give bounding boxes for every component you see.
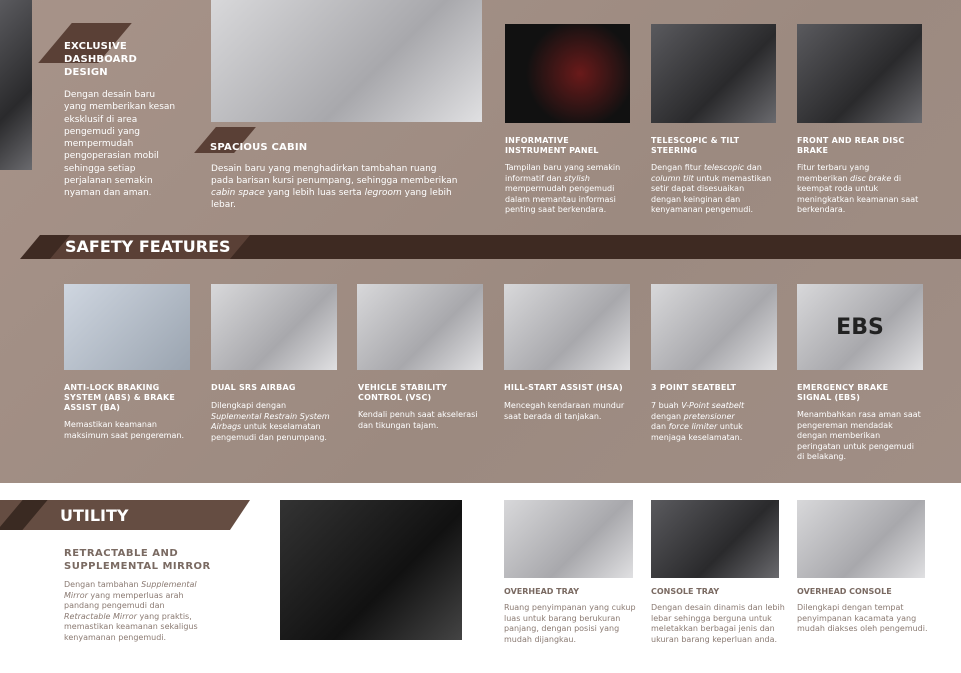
overhead-tray-text: Ruang penyimpanan yang cukup luas untuk … [504, 603, 636, 644]
console-tray-text: Dengan desain dinamis dan lebih lebar se… [651, 603, 785, 644]
brake-title: FRONT AND REAR DISC BRAKE [797, 136, 905, 155]
airbag-title: DUAL SRS AIRBAG [211, 383, 296, 392]
ebs-title: EMERGENCY BRAKE SIGNAL (EBS) [797, 383, 889, 402]
cabin-image [211, 0, 482, 122]
overhead-tray-image [504, 500, 633, 578]
cabin-title: SPACIOUS CABIN [210, 142, 308, 153]
console-tray-image [651, 500, 779, 578]
overhead-console-text: Dilengkapi dengan tempat penyimpanan kac… [797, 603, 928, 633]
mirror-text: Dengan tambahan Supplemental Mirror yang… [64, 580, 198, 642]
disc-brake-image [797, 24, 922, 123]
cabin-text: Desain baru yang menghadirkan tambahan r… [211, 164, 458, 210]
seatbelt-image [651, 284, 777, 370]
safety-heading: SAFETY FEATURES [65, 237, 231, 256]
dashboard-text: Dengan desain baru yang memberikan kesan… [64, 90, 176, 199]
overhead-console-title: OVERHEAD CONSOLE [797, 587, 892, 596]
vsc-title: VEHICLE STABILITY CONTROL (VSC) [358, 383, 448, 402]
ebs-text: Menambahkan rasa aman saat pengereman me… [797, 410, 921, 461]
console-tray-title: CONSOLE TRAY [651, 587, 720, 596]
vsc-image [357, 284, 483, 370]
hsa-image [504, 284, 630, 370]
dashboard-title: EXCLUSIVE DASHBOARD DESIGN [64, 41, 138, 78]
overhead-console-image [797, 500, 925, 578]
hsa-title: HILL-START ASSIST (HSA) [504, 383, 623, 392]
brake-text: Fitur terbaru yang memberikan disc brake… [797, 163, 919, 214]
dashboard-image [0, 0, 32, 170]
steering-image [651, 24, 776, 123]
mirror-title: RETRACTABLE AND SUPPLEMENTAL MIRROR [64, 548, 211, 572]
steering-title: TELESCOPIC & TILT STEERING [651, 136, 740, 155]
utility-heading: UTILITY [60, 506, 129, 525]
abs-title: ANTI-LOCK BRAKING SYSTEM (ABS) & BRAKE A… [64, 383, 176, 412]
abs-image [64, 284, 190, 370]
ebs-image: EBS [797, 284, 923, 370]
steering-text: Dengan fitur telescopic dan column tilt … [651, 163, 772, 214]
instrument-panel-image [505, 24, 630, 123]
overhead-tray-title: OVERHEAD TRAY [504, 587, 580, 596]
mirror-image [280, 500, 462, 640]
hsa-text: Mencegah kendaraan mundur saat berada di… [504, 401, 625, 421]
ebs-image-label: EBS [836, 314, 884, 340]
seatbelt-title: 3 POINT SEATBELT [651, 383, 737, 392]
instrument-title: INFORMATIVE INSTRUMENT PANEL [505, 136, 599, 155]
vsc-text: Kendali penuh saat akselerasi dan tikung… [358, 410, 478, 430]
seatbelt-text: 7 buah V-Point seatbelt dengan pretensio… [651, 401, 745, 442]
airbag-text: Dilengkapi dengan Suplemental Restrain S… [211, 401, 330, 442]
instrument-text: Tampilan baru yang semakin informatif da… [505, 163, 621, 214]
airbag-image [211, 284, 337, 370]
abs-text: Memastikan keamanan maksimum saat penger… [64, 420, 184, 440]
